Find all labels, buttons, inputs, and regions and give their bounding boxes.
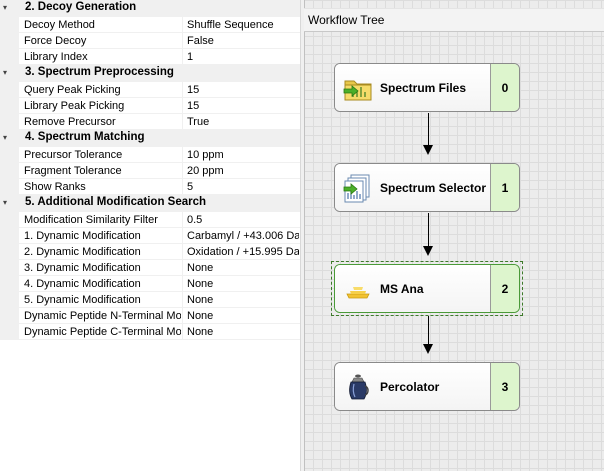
node-number: 0 — [490, 64, 519, 111]
property-row[interactable]: 5. Dynamic Modification None — [0, 292, 300, 308]
category-decoy-generation[interactable]: ▾ 2. Decoy Generation — [0, 0, 300, 17]
node-label: MS Ana — [380, 281, 424, 296]
property-value[interactable]: 10 ppm — [187, 149, 224, 161]
property-name: 2. Dynamic Modification — [24, 246, 141, 258]
property-row[interactable]: Force Decoy False — [0, 33, 300, 49]
property-value[interactable]: 15 — [187, 84, 200, 96]
workflow-tree-header: Workflow Tree — [304, 8, 604, 32]
arrow-down-icon — [423, 145, 433, 155]
property-value[interactable]: Carbamyl / +43.006 Da — [187, 230, 299, 242]
property-row[interactable]: Library Peak Picking 15 — [0, 98, 300, 114]
property-row[interactable]: Fragment Tolerance 20 ppm — [0, 163, 300, 179]
arrow-down-icon — [423, 344, 433, 354]
connector-line — [428, 113, 429, 145]
property-name: Library Peak Picking — [24, 100, 125, 112]
property-value[interactable]: None — [187, 294, 214, 306]
property-row[interactable]: Dynamic Peptide C-Terminal Modification N… — [0, 324, 300, 340]
node-label: Percolator — [380, 379, 440, 394]
property-value[interactable]: Oxidation / +15.995 Da — [187, 246, 299, 258]
selection-outline — [331, 261, 523, 316]
collapse-icon[interactable]: ▾ — [3, 3, 8, 12]
workflow-tree-title: Workflow Tree — [308, 13, 385, 27]
property-name: 5. Dynamic Modification — [24, 294, 141, 306]
property-row[interactable]: Precursor Tolerance 10 ppm — [0, 147, 300, 163]
collapse-icon[interactable]: ▾ — [3, 68, 8, 77]
property-row[interactable]: Show Ranks 5 — [0, 179, 300, 195]
property-name: Precursor Tolerance — [24, 149, 123, 161]
property-name: Force Decoy — [24, 35, 87, 47]
connector-line — [428, 316, 429, 344]
property-value[interactable]: 15 — [187, 100, 200, 112]
node-number: 2 — [490, 265, 519, 312]
property-value[interactable]: 1 — [187, 51, 194, 63]
property-value[interactable]: Shuffle Sequence — [187, 19, 274, 31]
property-row[interactable]: 2. Dynamic Modification Oxidation / +15.9… — [0, 244, 300, 260]
workflow-node-percolator[interactable]: Percolator 3 — [334, 362, 520, 411]
property-name: Dynamic Peptide N-Terminal Modification — [24, 310, 181, 322]
property-name: Decoy Method — [24, 19, 95, 31]
property-value[interactable]: True — [187, 116, 210, 128]
property-row[interactable]: Library Index 1 — [0, 49, 300, 65]
property-name: Query Peak Picking — [24, 84, 121, 96]
property-row[interactable]: 3. Dynamic Modification None — [0, 260, 300, 276]
property-value[interactable]: None — [187, 262, 214, 274]
property-name: 1. Dynamic Modification — [24, 230, 141, 242]
category-spectrum-matching[interactable]: ▾ 4. Spectrum Matching — [0, 130, 300, 147]
property-row[interactable]: Query Peak Picking 15 — [0, 82, 300, 98]
property-name: 4. Dynamic Modification — [24, 278, 141, 290]
spectrum-files-icon — [343, 80, 372, 101]
category-spectrum-preprocessing[interactable]: ▾ 3. Spectrum Preprocessing — [0, 65, 300, 82]
property-name: Library Index — [24, 51, 88, 63]
workflow-node-spectrum-files[interactable]: Spectrum Files 0 — [334, 63, 520, 112]
property-row[interactable]: Remove Precursor True — [0, 114, 300, 130]
property-value[interactable]: 20 ppm — [187, 165, 224, 177]
collapse-icon[interactable]: ▾ — [3, 133, 8, 142]
property-value[interactable]: None — [187, 278, 214, 290]
connector-line — [428, 213, 429, 246]
property-name: Fragment Tolerance — [24, 165, 122, 177]
percolator-icon — [349, 374, 369, 400]
node-number: 3 — [490, 363, 519, 410]
property-row[interactable]: Decoy Method Shuffle Sequence — [0, 17, 300, 33]
property-grid: ▾ 2. Decoy Generation Decoy Method Shuffl… — [0, 0, 300, 471]
ms-ana-icon — [346, 287, 370, 299]
arrow-down-icon — [423, 246, 433, 256]
property-row[interactable]: 1. Dynamic Modification Carbamyl / +43.00… — [0, 228, 300, 244]
category-label: 4. Spectrum Matching — [25, 131, 145, 143]
property-row[interactable]: Dynamic Peptide N-Terminal Modification N… — [0, 308, 300, 324]
property-name: 3. Dynamic Modification — [24, 262, 141, 274]
category-label: 3. Spectrum Preprocessing — [25, 66, 174, 78]
category-label: 5. Additional Modification Search — [25, 196, 207, 208]
property-value[interactable]: None — [187, 310, 214, 322]
property-name: Remove Precursor — [24, 116, 116, 128]
property-row[interactable]: 4. Dynamic Modification None — [0, 276, 300, 292]
property-name: Show Ranks — [24, 181, 86, 193]
panel-splitter[interactable] — [300, 0, 305, 471]
property-row[interactable]: Modification Similarity Filter 0.5 — [0, 212, 300, 228]
property-value[interactable]: 5 — [187, 181, 194, 193]
category-label: 2. Decoy Generation — [25, 1, 137, 13]
node-label: Spectrum Selector — [380, 180, 487, 195]
property-name: Dynamic Peptide C-Terminal Modification — [24, 326, 181, 338]
property-value[interactable]: None — [187, 326, 214, 338]
workflow-node-ms-ana[interactable]: MS Ana 2 — [334, 264, 520, 313]
spectrum-selector-icon — [343, 174, 370, 203]
property-value[interactable]: False — [187, 35, 214, 47]
workflow-tree-panel: Workflow Tree Spectrum Files 0 Sp — [304, 0, 604, 471]
property-name: Modification Similarity Filter — [24, 214, 158, 226]
collapse-icon[interactable]: ▾ — [3, 198, 8, 207]
property-value[interactable]: 0.5 — [187, 214, 203, 226]
node-label: Spectrum Files — [380, 80, 467, 95]
node-number: 1 — [490, 164, 519, 211]
category-additional-modification-search[interactable]: ▾ 5. Additional Modification Search — [0, 195, 300, 212]
workflow-node-spectrum-selector[interactable]: Spectrum Selector 1 — [334, 163, 520, 212]
